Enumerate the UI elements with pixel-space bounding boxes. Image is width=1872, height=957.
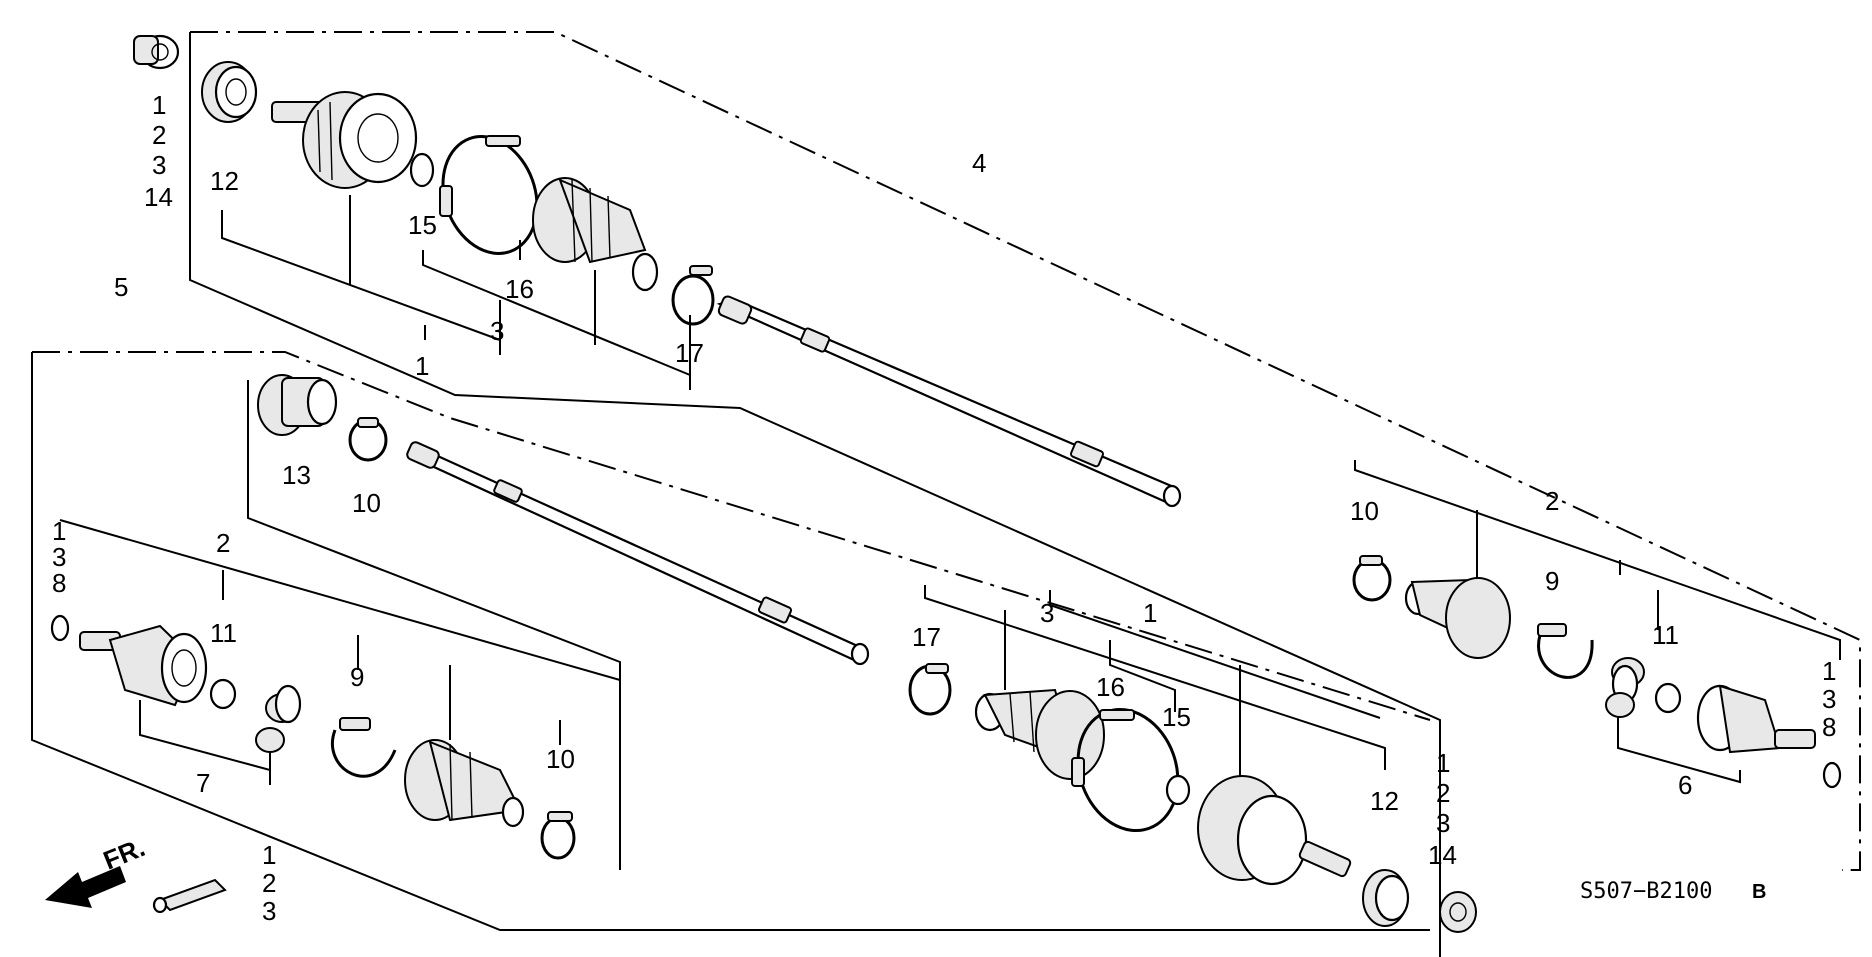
boot-band-mid: [348, 417, 388, 462]
callout-br-14: 14: [1428, 840, 1457, 870]
dust-seal-bottom: [1362, 869, 1410, 927]
outer-boot-bottom: [974, 688, 1105, 780]
callout-tube-2: 2: [262, 868, 276, 898]
inner-boot-left: [404, 739, 525, 828]
flange-nut-top: [133, 34, 180, 70]
callout-15-top: 15: [408, 210, 437, 240]
callout-2-left: 2: [216, 528, 230, 558]
subassembly-bracket-left: [59, 519, 621, 868]
callout-5: 5: [114, 272, 128, 302]
callout-13: 13: [282, 460, 311, 490]
flange-nut-bottom: [1439, 891, 1477, 933]
callout-7: 7: [196, 768, 210, 798]
callout-9-left: 9: [350, 662, 364, 692]
outer-cv-joint-top: [271, 91, 418, 189]
assembly-4-frame: [189, 31, 1861, 957]
callout-tube-3: 3: [262, 896, 276, 926]
callout-3-bottom: 3: [1040, 598, 1054, 628]
stopper-ring-left: [209, 678, 237, 710]
dust-seal-top: [201, 61, 258, 123]
grease-tube: [152, 878, 227, 914]
inner-cv-housing-left: [79, 624, 208, 707]
callout-1-top: 1: [415, 351, 429, 381]
outer-cv-joint-bottom: [1197, 775, 1352, 886]
inner-cv-housing-right: [1696, 684, 1816, 754]
halfshaft-upper: [716, 295, 1182, 508]
callout-12-bottom: 12: [1370, 786, 1399, 816]
callout-9-right: 9: [1545, 566, 1559, 596]
front-direction-label: FR.: [99, 832, 149, 876]
callout-left-1: 1: [52, 516, 66, 546]
callout-17-top: 17: [675, 338, 704, 368]
callout-right-8: 8: [1822, 712, 1836, 742]
circlip-left: [50, 614, 70, 642]
boot-band-left-small: [540, 811, 576, 860]
inner-boot-right: [1404, 577, 1511, 659]
boot-band-small-top: [671, 265, 715, 326]
callout-left-8: 8: [52, 568, 66, 598]
callout-right-1: 1: [1822, 656, 1836, 686]
callout-3-top: 3: [490, 316, 504, 346]
callout-11-right: 11: [1652, 620, 1679, 650]
callout-4: 4: [972, 148, 986, 178]
callout-tl-2: 2: [152, 120, 166, 150]
callout-left-3: 3: [52, 542, 66, 572]
front-direction-arrow: [45, 866, 126, 908]
callout-br-1: 1: [1436, 748, 1450, 778]
callout-tl-14: 14: [144, 182, 173, 212]
boot-band-left: [331, 717, 397, 778]
callout-br-3: 3: [1436, 808, 1450, 838]
boot-band-right-large: [1537, 623, 1594, 679]
assembly-5-frame: [31, 351, 1431, 931]
callout-tl-1: 1: [152, 90, 166, 120]
outer-boot-top: [532, 177, 659, 292]
center-bearing-support: [257, 374, 338, 436]
halfshaft-lower: [406, 441, 870, 666]
callout-tube-1: 1: [262, 840, 276, 870]
boot-band-right: [1352, 555, 1392, 602]
callout-17-bottom: 17: [912, 622, 941, 652]
callout-16-top: 16: [505, 274, 534, 304]
callout-br-2: 2: [1436, 778, 1450, 808]
boot-band-top: [439, 135, 539, 255]
callout-tl-3: 3: [152, 150, 166, 180]
callout-1-bottom: 1: [1143, 598, 1157, 628]
callout-10-left: 10: [546, 744, 575, 774]
callout-11-left: 11: [210, 618, 237, 648]
circlip-right: [1822, 761, 1842, 789]
diagram-code: S507−B2100: [1580, 879, 1712, 904]
callout-15-bottom: 15: [1162, 702, 1191, 732]
callout-16-bottom: 16: [1096, 672, 1125, 702]
subassembly-brackets-top: [221, 195, 691, 390]
callout-12-top: 12: [210, 166, 239, 196]
boot-band-small-bottom: [908, 663, 952, 716]
callout-right-3: 3: [1822, 684, 1836, 714]
callout-10-mid: 10: [352, 488, 381, 518]
boot-band-bottom: [1071, 707, 1180, 833]
subassembly-brackets-right: [1354, 460, 1841, 784]
circlip-bottom: [1165, 774, 1191, 806]
stopper-ring-right: [1654, 682, 1682, 714]
spider-assembly-left: [255, 684, 302, 753]
callout-6: 6: [1678, 770, 1692, 800]
callout-labels: 4 5 1 2 3 14 12 15 16 3 1 17 13 10 1 3 8…: [52, 90, 1836, 926]
circlip-top: [409, 152, 435, 188]
subassembly-brackets-bottom: [924, 585, 1386, 795]
spider-assembly-right: [1605, 657, 1645, 718]
callout-10-right: 10: [1350, 496, 1379, 526]
diagram-code-suffix: B: [1752, 881, 1766, 903]
callout-2-right: 2: [1545, 486, 1559, 516]
